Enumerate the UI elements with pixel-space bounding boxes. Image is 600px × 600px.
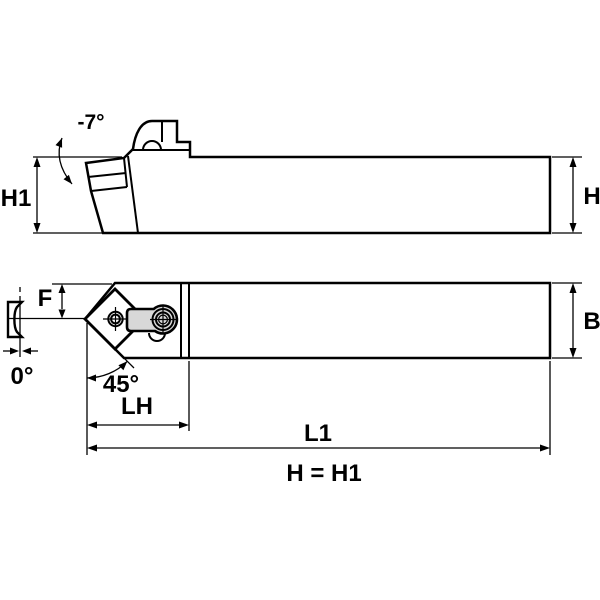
h1-dimension: H1 [1, 157, 103, 234]
zero-angle-label: 0° [11, 363, 34, 390]
h1-label: H1 [1, 185, 32, 212]
lead-angle-label: 45° [103, 371, 139, 398]
equality-note: H = H1 [286, 460, 361, 487]
zero-angle-dimension: 0° [3, 287, 86, 390]
l1-label: L1 [304, 420, 332, 447]
plan-view: F 0° 45° B [3, 281, 600, 455]
clamp-nose-bump [148, 332, 166, 342]
f-label: F [38, 285, 53, 312]
side-view-body [84, 119, 552, 235]
lh-label: LH [121, 393, 153, 420]
b-label: B [583, 308, 600, 335]
side-view-insert [87, 121, 190, 234]
side-view-clamp-hump [142, 140, 162, 151]
b-dimension: B [552, 282, 600, 359]
clamp-screw-icon [150, 306, 176, 333]
rake-angle-label: -7° [77, 111, 104, 134]
l1-dimension: L1 [87, 361, 551, 455]
insert-screw-icon [103, 307, 128, 331]
clamp [125, 304, 179, 335]
lead-angle-dimension: 45° [86, 348, 139, 398]
rake-angle-dimension: -7° [33, 111, 122, 185]
f-dimension: F [38, 283, 112, 319]
lh-dimension: LH [86, 323, 190, 455]
side-view: -7° H1 H [1, 111, 600, 235]
h-label: H [583, 183, 600, 210]
h-dimension: H [552, 156, 600, 234]
